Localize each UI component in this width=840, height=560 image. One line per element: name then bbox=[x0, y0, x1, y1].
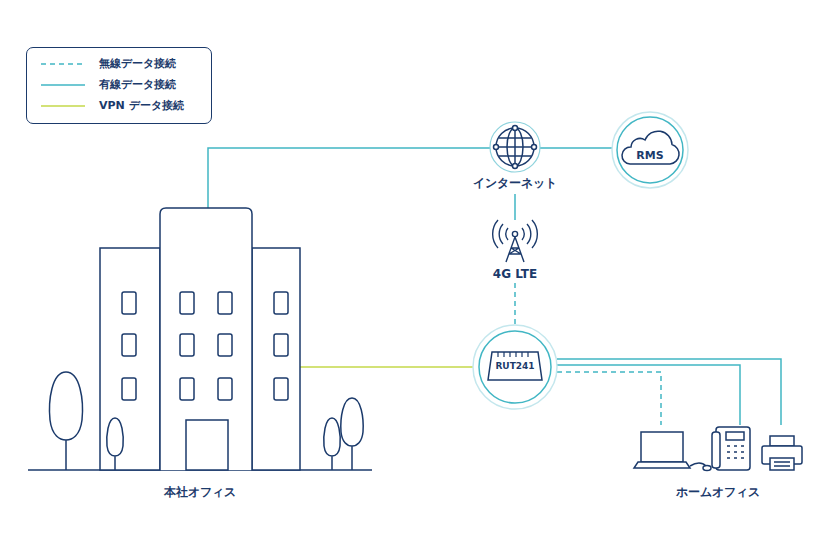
connector-line bbox=[557, 359, 781, 425]
router-node: RUT241 bbox=[473, 325, 557, 409]
legend-text: 有線データ接続 bbox=[99, 77, 176, 92]
globe-icon-part bbox=[514, 128, 516, 166]
door bbox=[186, 420, 228, 470]
node-caption: 本社オフィス bbox=[164, 484, 236, 501]
router-icon bbox=[473, 325, 557, 409]
printer-icon-part bbox=[770, 436, 794, 446]
office-node: 本社オフィス bbox=[100, 208, 300, 470]
connector-line bbox=[557, 372, 661, 425]
rms-cloud-icon-part bbox=[622, 131, 679, 164]
home-office-node: ホームオフィス bbox=[632, 425, 804, 470]
window-part bbox=[122, 334, 136, 356]
office-building-part bbox=[252, 248, 300, 470]
node-caption: インターネット bbox=[473, 175, 557, 192]
tree bbox=[50, 372, 364, 470]
legend-line bbox=[41, 84, 85, 86]
rms-cloud-icon-part bbox=[617, 117, 683, 183]
window-part bbox=[122, 378, 136, 400]
rms-cloud-icon bbox=[612, 112, 688, 188]
node-text-area: RMS bbox=[612, 112, 688, 188]
legend-row: 無線データ接続 bbox=[27, 55, 211, 73]
window-part bbox=[218, 292, 232, 314]
phone-icon-part bbox=[727, 446, 744, 458]
office-building bbox=[28, 208, 372, 470]
cell-tower-icon-part bbox=[512, 231, 517, 236]
window-part bbox=[218, 334, 232, 356]
window-part bbox=[274, 378, 288, 400]
cell-tower-icon-part bbox=[499, 224, 531, 244]
globe-icon-part bbox=[496, 128, 534, 166]
legend-sample bbox=[39, 76, 89, 94]
phone-icon bbox=[712, 427, 750, 470]
laptop-icon-part bbox=[703, 466, 711, 471]
globe-icon bbox=[490, 122, 540, 172]
lte-node: 4G LTE bbox=[497, 220, 533, 264]
connector-line bbox=[540, 147, 612, 149]
legend-box: 無線データ接続有線データ接続 VPN データ接続 bbox=[26, 47, 212, 124]
node-label: RUT241 bbox=[495, 361, 534, 371]
window-part bbox=[274, 292, 288, 314]
rms-node: RMS bbox=[612, 112, 688, 188]
window-part bbox=[218, 378, 232, 400]
laptop-icon-part bbox=[634, 462, 690, 468]
window-part bbox=[180, 378, 194, 400]
legend-text: 無線データ接続 bbox=[99, 56, 176, 71]
legend-text: VPN データ接続 bbox=[99, 98, 184, 113]
window bbox=[122, 292, 288, 400]
router-icon-part bbox=[488, 352, 542, 380]
window-part bbox=[122, 292, 136, 314]
legend-sample bbox=[39, 55, 89, 73]
router-icon-part bbox=[479, 331, 551, 403]
tree-part bbox=[50, 372, 83, 470]
printer-icon-part bbox=[774, 462, 790, 466]
cell-tower-icon bbox=[493, 220, 538, 262]
printer-icon bbox=[762, 436, 802, 470]
node-caption: ホームオフィス bbox=[676, 484, 760, 501]
globe-icon-part bbox=[499, 138, 531, 156]
phone-icon-part bbox=[712, 432, 720, 468]
router-icon-part bbox=[498, 352, 528, 357]
laptop-icon-part bbox=[641, 432, 683, 462]
legend-line bbox=[41, 105, 85, 107]
connector-line bbox=[514, 194, 516, 220]
phone-icon-part bbox=[726, 432, 744, 440]
rms-cloud-icon-part bbox=[612, 112, 688, 188]
connector-line bbox=[300, 366, 473, 368]
printer-icon-part bbox=[770, 458, 794, 470]
window-part bbox=[274, 334, 288, 356]
node-label: RMS bbox=[636, 149, 663, 162]
office-building-part bbox=[100, 248, 160, 470]
legend-line bbox=[41, 63, 85, 65]
legend-sample bbox=[39, 97, 89, 115]
globe-icon-part bbox=[494, 145, 499, 150]
office-building-part bbox=[160, 208, 252, 470]
globe-icon-part bbox=[490, 122, 540, 172]
cell-tower-icon-part bbox=[506, 228, 525, 240]
connector-line bbox=[557, 365, 740, 425]
legend-row: 有線データ接続 bbox=[27, 76, 211, 94]
window-part bbox=[180, 334, 194, 356]
cell-tower-icon-part bbox=[506, 237, 524, 262]
tree-part bbox=[324, 418, 340, 470]
cell-tower-icon-part bbox=[493, 220, 538, 248]
internet-node: インターネット bbox=[490, 122, 540, 172]
connector-line bbox=[514, 283, 516, 325]
node-text-area: RUT241 bbox=[473, 325, 557, 409]
connector-line bbox=[208, 148, 490, 208]
tree-part bbox=[341, 398, 363, 470]
node-caption: 4G LTE bbox=[493, 267, 537, 281]
tree-part bbox=[107, 418, 123, 470]
router-icon-part bbox=[473, 325, 557, 409]
globe-icon-part bbox=[532, 145, 537, 150]
laptop-icon bbox=[634, 432, 711, 471]
globe-icon-part bbox=[513, 164, 518, 169]
globe-icon-part bbox=[513, 126, 518, 131]
window-part bbox=[180, 292, 194, 314]
phone-icon-part bbox=[716, 427, 750, 470]
legend-row: VPN データ接続 bbox=[27, 97, 211, 115]
